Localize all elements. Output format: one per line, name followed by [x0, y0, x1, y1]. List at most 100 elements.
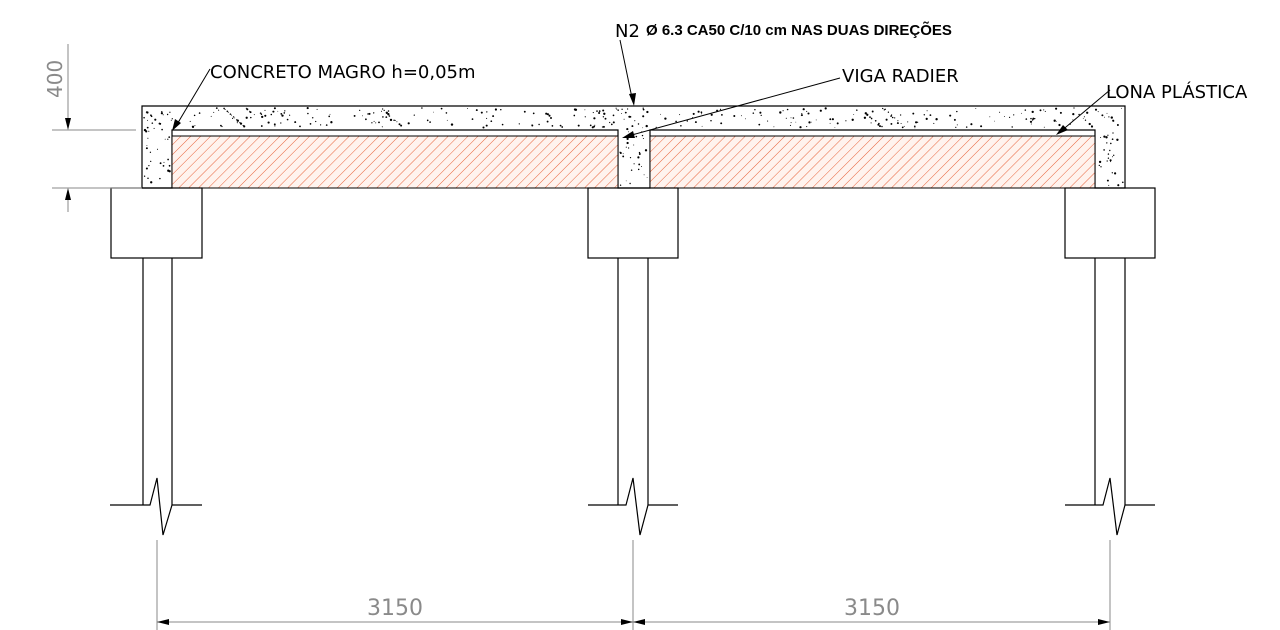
concrete-speckle	[626, 141, 629, 145]
concrete-speckle	[234, 117, 236, 119]
concrete-speckle	[274, 125, 276, 127]
concrete-speckle	[929, 114, 932, 117]
concrete-speckle	[223, 107, 225, 110]
concrete-speckle	[870, 122, 872, 124]
concrete-speckle	[664, 117, 667, 120]
concrete-speckle	[829, 122, 831, 124]
concrete-speckle	[1078, 113, 1080, 116]
concrete-speckle	[1110, 116, 1113, 119]
concrete-speckle	[970, 123, 973, 126]
concrete-speckle	[629, 182, 631, 185]
concrete-speckle	[625, 180, 627, 182]
concrete-speckle	[642, 115, 645, 118]
label-rebar-prefix: N2	[615, 21, 640, 42]
concrete-speckle	[373, 120, 375, 122]
concrete-speckle	[1121, 107, 1123, 109]
concrete-speckle	[877, 123, 880, 126]
concrete-speckle	[989, 116, 991, 118]
concrete-speckle	[421, 107, 423, 109]
concrete-speckle	[168, 136, 171, 138]
concrete-speckle	[367, 113, 369, 115]
concrete-speckle	[231, 114, 232, 116]
concrete-speckle	[232, 116, 235, 118]
concrete-speckle	[164, 138, 166, 140]
concrete-speckle	[806, 110, 808, 112]
concrete-speckle	[915, 121, 918, 124]
concrete-speckle	[621, 113, 623, 115]
concrete-speckle	[622, 155, 625, 158]
concrete-speckle	[758, 123, 761, 126]
label-rebar-spec: Ø 6.3 CA50 C/10 cm NAS DUAS DIREÇÕES	[646, 21, 952, 39]
concrete-speckle	[153, 127, 155, 129]
pile-center	[588, 258, 678, 536]
concrete-speckle	[1030, 117, 1032, 120]
concrete-speckle	[863, 116, 867, 119]
pile-caps	[110, 187, 1156, 259]
concrete-speckle	[250, 116, 252, 119]
concrete-speckle	[538, 123, 540, 126]
concrete-speckle	[1044, 110, 1046, 112]
concrete-speckle	[1098, 160, 1102, 164]
concrete-speckle	[1107, 153, 1110, 155]
concrete-speckle	[1055, 107, 1058, 110]
concrete-speckle	[949, 114, 952, 117]
concrete-speckle	[246, 108, 249, 111]
concrete-speckle	[385, 116, 388, 119]
concrete-speckle	[485, 124, 488, 127]
concrete-speckle	[894, 117, 896, 119]
concrete-speckle	[146, 144, 148, 146]
concrete-speckle	[245, 116, 248, 119]
concrete-speckle	[486, 117, 488, 119]
concrete-speckle	[373, 112, 375, 114]
concrete-speckle	[633, 144, 635, 146]
concrete-speckle	[249, 111, 252, 114]
concrete-speckle	[901, 126, 904, 129]
concrete-speckle	[306, 107, 309, 110]
concrete-speckle	[277, 110, 279, 112]
concrete-speckle	[871, 110, 874, 113]
concrete-speckle	[642, 137, 644, 140]
concrete-speckle	[215, 107, 218, 109]
concrete-speckle	[169, 111, 171, 113]
concrete-speckle	[623, 118, 625, 120]
concrete-speckle	[243, 125, 246, 128]
concrete-speckle	[869, 116, 871, 118]
concrete-speckle	[156, 148, 159, 150]
concrete-speckle	[283, 112, 286, 114]
concrete-speckle	[638, 151, 641, 154]
lean-concrete-layer	[172, 129, 1095, 137]
concrete-speckle	[594, 124, 596, 126]
concrete-speckle	[679, 114, 681, 116]
concrete-speckle	[824, 107, 827, 110]
concrete-speckle	[621, 108, 623, 110]
concrete-speckle	[710, 120, 712, 122]
concrete-speckle	[471, 118, 474, 120]
concrete-speckle	[789, 124, 792, 126]
concrete-speckle	[259, 112, 262, 114]
concrete-speckle	[267, 121, 270, 124]
concrete-speckle	[1111, 138, 1114, 141]
concrete-speckle	[881, 125, 883, 128]
concrete-speckle	[1104, 116, 1105, 118]
concrete-speckle	[148, 164, 150, 167]
concrete-speckle	[752, 112, 755, 114]
concrete-speckle	[637, 168, 640, 171]
concrete-speckle	[603, 112, 606, 115]
concrete-speckle	[1100, 137, 1102, 138]
concrete-speckle	[627, 147, 630, 149]
concrete-speckle	[407, 122, 410, 125]
concrete-speckle	[626, 137, 629, 141]
concrete-speckle	[1105, 136, 1108, 139]
concrete-speckle	[616, 108, 618, 110]
concrete-speckle	[1059, 111, 1062, 114]
concrete-speckle	[882, 107, 884, 110]
concrete-speckle	[150, 181, 153, 184]
concrete-speckle	[1056, 120, 1057, 122]
concrete-speckle	[879, 125, 881, 128]
concrete-speckle	[646, 110, 649, 114]
concrete-speckle	[965, 126, 968, 128]
concrete-speckle	[1110, 142, 1112, 145]
concrete-speckle	[325, 124, 328, 126]
concrete-speckle	[1113, 154, 1115, 156]
concrete-speckle	[145, 130, 148, 133]
